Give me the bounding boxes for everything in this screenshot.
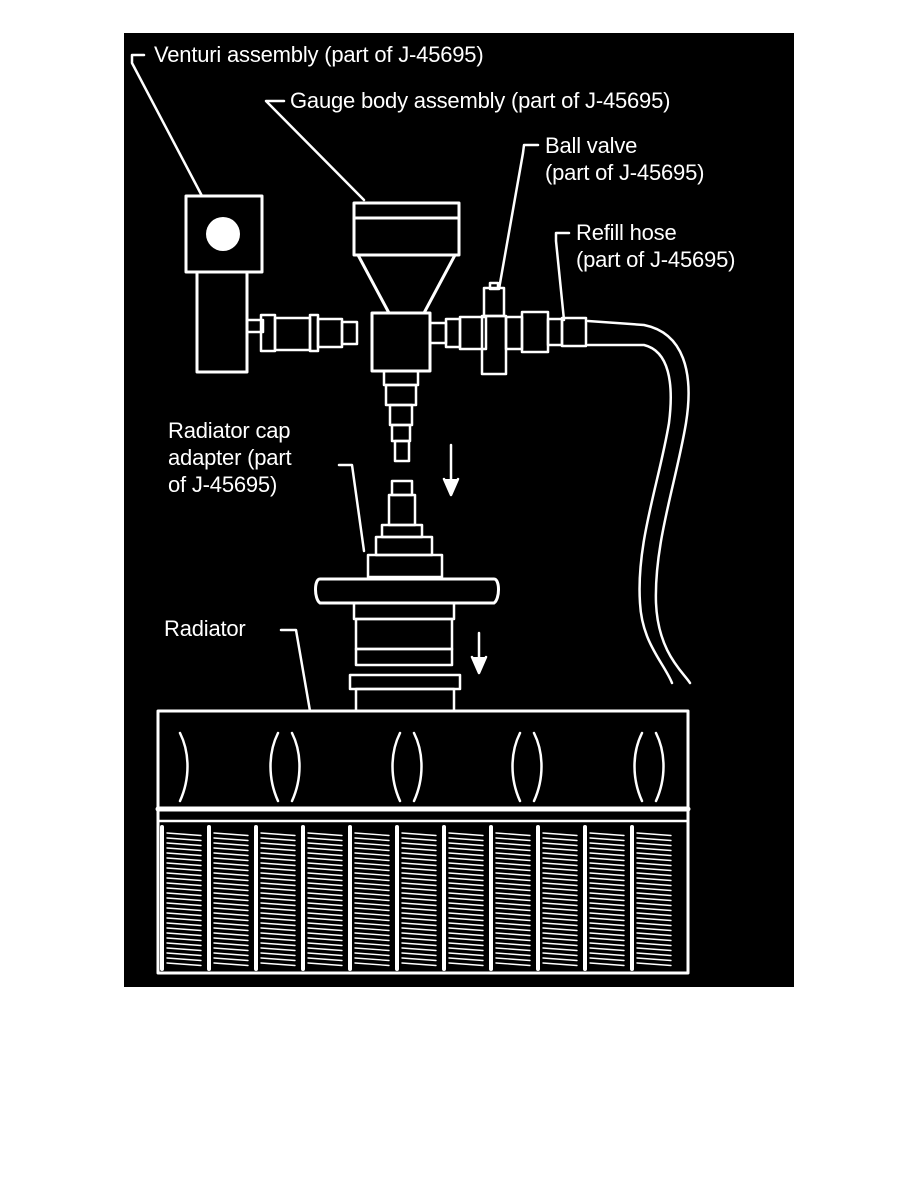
callout-line: Refill hose [576,220,677,245]
gauge-body-leader [264,99,366,202]
hose-icon [560,316,692,685]
radiator-core-icon [155,673,691,975]
callout-line: Radiator [164,616,246,641]
radiator-cap-adapter-callout: Radiator cap adapter (part of J-45695) [168,417,292,498]
venturi-leader [130,53,204,198]
valve-icon [428,281,564,376]
core-fin-columns [160,825,672,971]
ball-valve-callout: Ball valve (part of J-45695) [545,132,704,186]
fin-column [536,825,578,971]
fin-column [395,825,437,971]
tank-slot-pairs [178,731,665,803]
callout-line: of J-45695) [168,472,278,497]
callout-line: Venturi assembly (part of J-45695) [154,42,484,67]
tank-slot [178,731,189,803]
refill-hose-callout: Refill hose (part of J-45695) [576,219,735,273]
fin-column [442,825,484,971]
fin-column [301,825,343,971]
gauge-body-callout: Gauge body assembly (part of J-45695) [290,87,670,114]
tank-slot [633,731,665,803]
fin-column [348,825,390,971]
fin-column [630,825,672,971]
ball-valve-leader [497,143,540,291]
callout-line: (part of J-45695) [576,247,736,272]
fin-column [254,825,296,971]
radiator-callout: Radiator [164,615,246,642]
left-coupler-icon [245,313,359,353]
tank-slot [391,731,423,803]
tank-slot [269,731,301,803]
radiator-leader [279,628,312,713]
leader-lines [130,53,571,713]
fin-column [489,825,531,971]
diagram-drawing [130,53,692,975]
callout-line: adapter (part [168,445,292,470]
fin-column [583,825,625,971]
venturi-callout: Venturi assembly (part of J-45695) [154,41,484,68]
arrow-down-icon [442,443,460,497]
venturi-block-icon [184,194,264,374]
arrow-down-icon-2 [470,631,488,675]
fin-column [207,825,249,971]
callout-line: Radiator cap [168,418,291,443]
cap-adapter-leader [337,463,366,553]
tool-installation-diagram: Venturi assembly (part of J-45695) Gauge… [124,33,794,987]
callout-line: Gauge body assembly (part of J-45695) [290,88,671,113]
refill-hose-leader [554,231,571,322]
gauge-funnel-icon [352,201,461,463]
cap-adapter-icon [314,479,500,667]
callout-line: (part of J-45695) [545,160,705,185]
callout-line: Ball valve [545,133,638,158]
fin-column [160,825,202,971]
tank-slot [511,731,543,803]
